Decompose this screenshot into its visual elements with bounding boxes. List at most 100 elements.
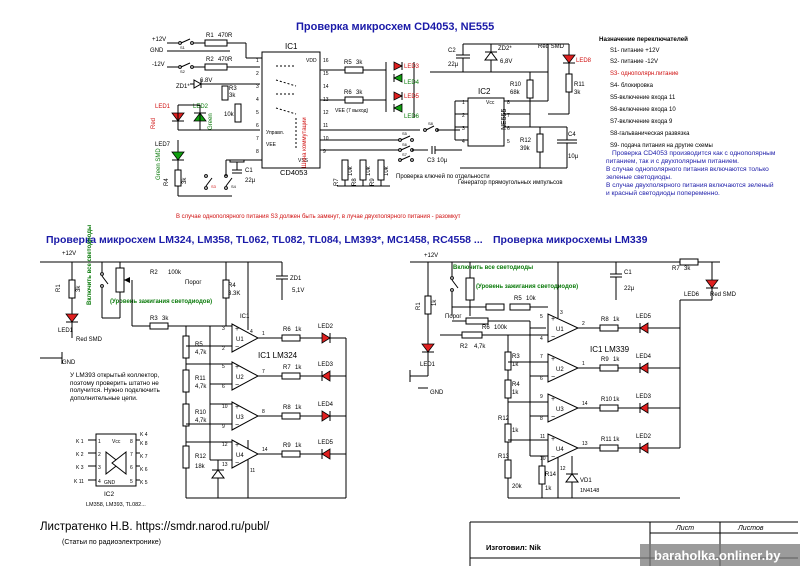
svg-text:15: 15: [323, 71, 329, 77]
svg-text:3k: 3k: [356, 90, 363, 96]
svg-text:R7: R7: [334, 178, 340, 186]
svg-text:Порог: Порог: [185, 280, 202, 286]
svg-text:S4- блокировка: S4- блокировка: [610, 83, 654, 89]
svg-text:R11: R11: [574, 82, 585, 88]
svg-text:U3: U3: [236, 415, 244, 421]
title-mid-left: Проверка микросхем LM324, LM358, TL062, …: [46, 234, 483, 246]
svg-text:4: 4: [98, 479, 101, 485]
svg-text:LED1: LED1: [155, 104, 171, 110]
svg-text:10: 10: [540, 456, 546, 462]
svg-text:C3: C3: [427, 158, 435, 164]
note-1: Проверка CD4053 производится как с одноп…: [606, 150, 776, 165]
svg-text:−: −: [235, 382, 239, 389]
svg-text:S5-включение входа 11: S5-включение входа 11: [610, 95, 676, 101]
svg-text:Порог: Порог: [445, 314, 462, 320]
svg-text:9: 9: [323, 149, 326, 155]
svg-text:K 11: K 11: [74, 479, 84, 485]
svg-text:R6: R6: [482, 325, 490, 331]
svg-text:Red: Red: [151, 118, 157, 129]
svg-text:R9: R9: [283, 443, 291, 449]
svg-text:R10: R10: [601, 397, 613, 403]
svg-text:4,7k: 4,7k: [195, 418, 207, 424]
svg-text:1k: 1k: [512, 362, 519, 368]
note-3: В случае двухполярного питания включаютс…: [606, 182, 774, 197]
svg-text:1k: 1k: [613, 397, 620, 403]
watermark: baraholka.onliner.by: [654, 548, 781, 563]
svg-text:LM358, LM393, TL082...: LM358, LM393, TL082...: [86, 502, 146, 508]
svg-text:−: −: [235, 422, 239, 429]
svg-text:+: +: [551, 316, 555, 323]
svg-text:6: 6: [256, 123, 259, 129]
svg-text:4: 4: [462, 139, 465, 145]
author-credit: Листратенко Н.В. https://smdr.narod.ru/p…: [40, 521, 270, 533]
svg-text:5: 5: [256, 110, 259, 116]
svg-text:Лист: Лист: [675, 525, 694, 532]
svg-text:LED8: LED8: [576, 58, 592, 64]
svg-text:R13: R13: [498, 454, 510, 460]
svg-text:R2: R2: [460, 344, 468, 350]
svg-text:LED2: LED2: [193, 104, 209, 110]
svg-text:8: 8: [262, 409, 265, 415]
svg-text:10k: 10k: [348, 165, 354, 176]
svg-text:R5: R5: [344, 60, 352, 66]
svg-text:U1: U1: [556, 327, 564, 333]
svg-text:K 8: K 8: [140, 441, 148, 447]
svg-text:IC1: IC1: [240, 314, 250, 320]
svg-text:11: 11: [540, 434, 545, 440]
svg-text:S1- питание +12V: S1- питание +12V: [610, 48, 659, 54]
svg-text:2: 2: [582, 321, 585, 327]
ic2-pinout: Vcc GND IC2 LM358, LM393, TL082... K 1 K…: [74, 432, 148, 508]
svg-text:100k: 100k: [168, 270, 182, 276]
svg-text:3: 3: [256, 84, 259, 90]
svg-text:C2: C2: [448, 48, 456, 54]
svg-text:8: 8: [540, 416, 543, 422]
svg-text:LED3: LED3: [636, 394, 652, 400]
svg-text:LED4: LED4: [636, 354, 652, 360]
svg-text:VEE (7 выход): VEE (7 выход): [335, 108, 369, 114]
svg-text:8: 8: [256, 149, 259, 155]
svg-text:R9: R9: [601, 357, 609, 363]
svg-text:R11: R11: [195, 376, 206, 382]
svg-text:U1: U1: [236, 337, 244, 343]
switch-legend: Назначение переключателей S1- питание +1…: [599, 36, 713, 149]
svg-text:K 5: K 5: [140, 480, 148, 486]
svg-text:3k: 3k: [574, 90, 581, 96]
svg-text:IC2: IC2: [104, 491, 115, 498]
svg-text:1k: 1k: [295, 365, 302, 371]
svg-text:R6: R6: [283, 327, 291, 333]
svg-text:S7-включение входа 9: S7-включение входа 9: [610, 119, 673, 125]
svg-text:+: +: [235, 326, 239, 333]
svg-text:22µ: 22µ: [624, 286, 635, 292]
svg-text:R3: R3: [512, 354, 520, 360]
svg-text:Включить все светодиоды: Включить все светодиоды: [453, 265, 533, 271]
svg-text:14: 14: [262, 447, 268, 453]
title-mid-right: Проверка микросхемы LM339: [493, 234, 648, 246]
title-top: Проверка микросхем CD4053, NE555: [296, 21, 494, 33]
svg-text:1k: 1k: [295, 405, 302, 411]
svg-text:5: 5: [130, 479, 133, 485]
lm324-circuit: +12V R1 3k LED1 Red SMD Включить все све…: [40, 225, 304, 499]
svg-text:R8: R8: [352, 178, 358, 186]
svg-text:R12: R12: [498, 416, 510, 422]
svg-text:20k: 20k: [512, 484, 523, 490]
ic1-cd4053: IC1 VDD Управл. VEE VSS CD4053 1 2 3 4 5…: [229, 42, 329, 184]
svg-text:R4: R4: [228, 283, 236, 289]
svg-text:+: +: [551, 356, 555, 363]
svg-text:CD4053: CD4053: [280, 168, 308, 177]
svg-text:R8: R8: [283, 405, 291, 411]
svg-text:6,8V: 6,8V: [500, 59, 512, 65]
svg-text:IC1 LM324: IC1 LM324: [258, 351, 298, 360]
svg-text:Green: Green: [208, 113, 214, 130]
svg-text:R1: R1: [416, 302, 422, 310]
check-label: Проверка ключей по отдельности: [396, 173, 490, 180]
svg-text:VD1: VD1: [580, 478, 592, 484]
svg-text:LED3: LED3: [404, 64, 420, 70]
svg-text:+: +: [235, 442, 239, 449]
svg-text:LED6: LED6: [684, 292, 700, 298]
svg-text:+12V: +12V: [424, 253, 438, 259]
svg-text:S7: S7: [402, 152, 408, 157]
svg-text:−: −: [235, 344, 239, 351]
svg-text:4: 4: [540, 336, 543, 342]
svg-text:1: 1: [98, 439, 101, 445]
svg-text:LED4: LED4: [318, 402, 334, 408]
